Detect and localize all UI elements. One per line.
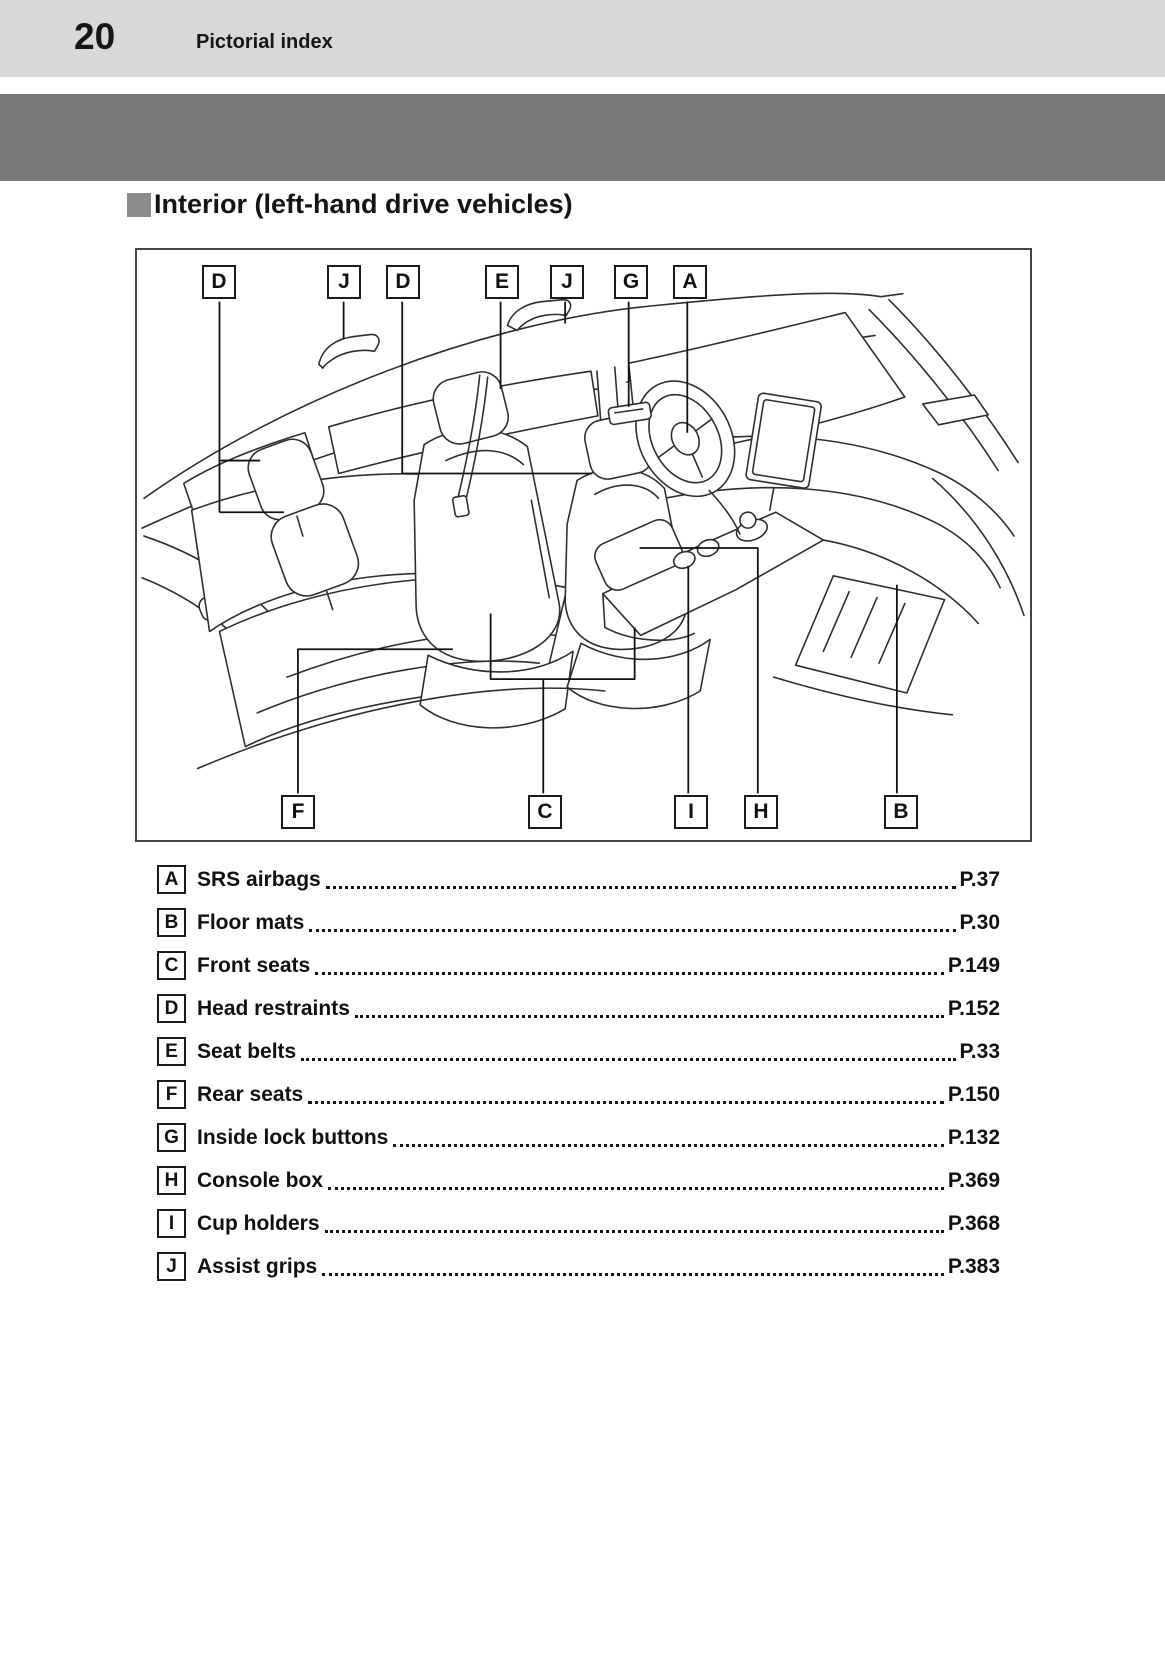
index-label: Front seats (197, 953, 311, 977)
index-row: I Cup holders P.368 (157, 1202, 1000, 1245)
index-page-ref: P.150 (947, 1082, 1000, 1106)
interior-diagram: D J D E J G A F C I H B (135, 248, 1032, 842)
square-bullet-icon (127, 192, 151, 217)
chapter-banner (0, 94, 1165, 181)
diagram-callout: F (281, 795, 315, 829)
index-label: Assist grips (197, 1254, 318, 1278)
dot-leader (325, 886, 956, 889)
index-row: B Floor mats P.30 (157, 901, 1000, 944)
index-row: J Assist grips P.383 (157, 1245, 1000, 1288)
diagram-callout: D (202, 265, 236, 299)
diagram-callout: I (674, 795, 708, 829)
index-label: Floor mats (197, 910, 305, 934)
index-label: SRS airbags (197, 867, 321, 891)
index-letter-badge: A (157, 865, 186, 894)
diagram-callout: C (528, 795, 562, 829)
index-label: Seat belts (197, 1039, 297, 1063)
index-page-ref: P.149 (947, 953, 1000, 977)
dot-leader (301, 1058, 956, 1061)
index-page-ref: P.30 (959, 910, 1001, 934)
index-row: C Front seats P.149 (157, 944, 1000, 987)
index-letter-badge: J (157, 1252, 186, 1281)
dot-leader (308, 1101, 944, 1104)
index-letter-badge: F (157, 1080, 186, 1109)
page-number: 20 (74, 16, 116, 57)
index-letter-badge: G (157, 1123, 186, 1152)
dot-leader (315, 972, 944, 975)
index-page-ref: P.33 (959, 1039, 1001, 1063)
dot-leader (354, 1015, 944, 1018)
index-row: A SRS airbags P.37 (157, 858, 1000, 901)
index-label: Rear seats (197, 1082, 304, 1106)
index-page-ref: P.383 (947, 1254, 1000, 1278)
index-label: Inside lock buttons (197, 1125, 389, 1149)
diagram-callout: D (386, 265, 420, 299)
diagram-callout: J (550, 265, 584, 299)
section-heading: Interior (left-hand drive vehicles) (127, 189, 573, 220)
page-header-band: 20 Pictorial index (0, 0, 1165, 77)
diagram-callout: J (327, 265, 361, 299)
diagram-callout: H (744, 795, 778, 829)
diagram-callout: G (614, 265, 648, 299)
car-interior-line-art (141, 292, 1025, 794)
section-heading-text: Interior (left-hand drive vehicles) (154, 189, 573, 219)
section-title: Pictorial index (196, 31, 333, 53)
index-row: D Head restraints P.152 (157, 987, 1000, 1030)
dot-leader (393, 1144, 944, 1147)
index-page-ref: P.368 (947, 1211, 1000, 1235)
index-letter-badge: H (157, 1166, 186, 1195)
index-list: A SRS airbags P.37 B Floor mats P.30 C F… (157, 858, 1000, 1288)
diagram-callout: B (884, 795, 918, 829)
index-page-ref: P.152 (947, 996, 1000, 1020)
index-letter-badge: E (157, 1037, 186, 1066)
index-row: F Rear seats P.150 (157, 1073, 1000, 1116)
dot-leader (324, 1230, 944, 1233)
index-label: Console box (197, 1168, 324, 1192)
index-letter-badge: B (157, 908, 186, 937)
dot-leader (328, 1187, 944, 1190)
index-row: E Seat belts P.33 (157, 1030, 1000, 1073)
index-page-ref: P.37 (959, 867, 1001, 891)
diagram-callout: E (485, 265, 519, 299)
index-page-ref: P.369 (947, 1168, 1000, 1192)
diagram-callout: A (673, 265, 707, 299)
index-letter-badge: C (157, 951, 186, 980)
dot-leader (322, 1273, 944, 1276)
index-label: Head restraints (197, 996, 350, 1020)
index-row: G Inside lock buttons P.132 (157, 1116, 1000, 1159)
dot-leader (309, 929, 956, 932)
index-label: Cup holders (197, 1211, 320, 1235)
index-letter-badge: I (157, 1209, 186, 1238)
index-letter-badge: D (157, 994, 186, 1023)
index-row: H Console box P.369 (157, 1159, 1000, 1202)
index-page-ref: P.132 (947, 1125, 1000, 1149)
